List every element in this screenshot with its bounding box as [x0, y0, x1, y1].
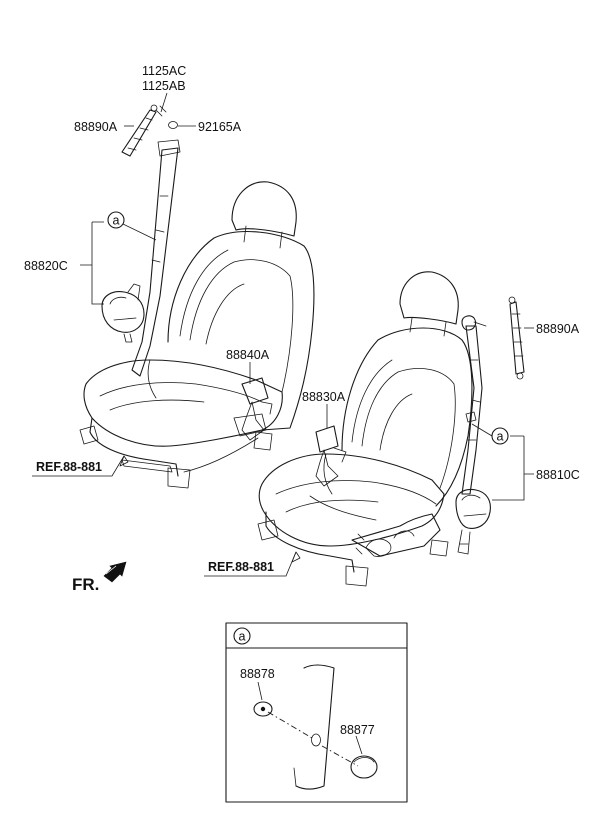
callout-letter: a: [113, 214, 120, 228]
right-seat: [257, 271, 473, 587]
right-height-adjuster: [508, 296, 525, 380]
label-88890A-left: 88890A: [74, 120, 118, 134]
detail-label-88878: 88878: [240, 667, 275, 681]
right-buckle: [315, 425, 347, 487]
detail-box-a: a 88878 88877: [225, 622, 408, 803]
label-88840A: 88840A: [226, 348, 270, 362]
detail-box-callout: a: [239, 630, 246, 644]
left-buckle: [241, 377, 273, 441]
label-88810C: 88810C: [536, 468, 580, 482]
left-seat-belt-retractor: [101, 139, 181, 377]
label-88890A-right: 88890A: [536, 322, 580, 336]
callout-letter: a: [497, 430, 504, 444]
left-seat: [79, 181, 315, 489]
right-seat-belt-retractor: [455, 315, 491, 555]
label-1125AC: 1125AC: [142, 64, 186, 78]
leader-lines: [32, 92, 534, 577]
ref-label-left: REF.88-881: [36, 460, 102, 474]
front-direction-arrow-icon: [103, 561, 127, 583]
ref-label-right: REF.88-881: [208, 560, 274, 574]
label-92165A: 92165A: [198, 120, 242, 134]
front-direction-label: FR.: [72, 575, 99, 594]
left-height-adjuster: [121, 104, 178, 157]
detail-label-88877: 88877: [340, 723, 375, 737]
label-88820C: 88820C: [24, 259, 68, 273]
label-1125AB: 1125AB: [142, 79, 186, 93]
label-88830A: 88830A: [302, 390, 346, 404]
callout-circle-right: a: [491, 427, 509, 445]
callout-circle-left: a: [107, 211, 125, 229]
